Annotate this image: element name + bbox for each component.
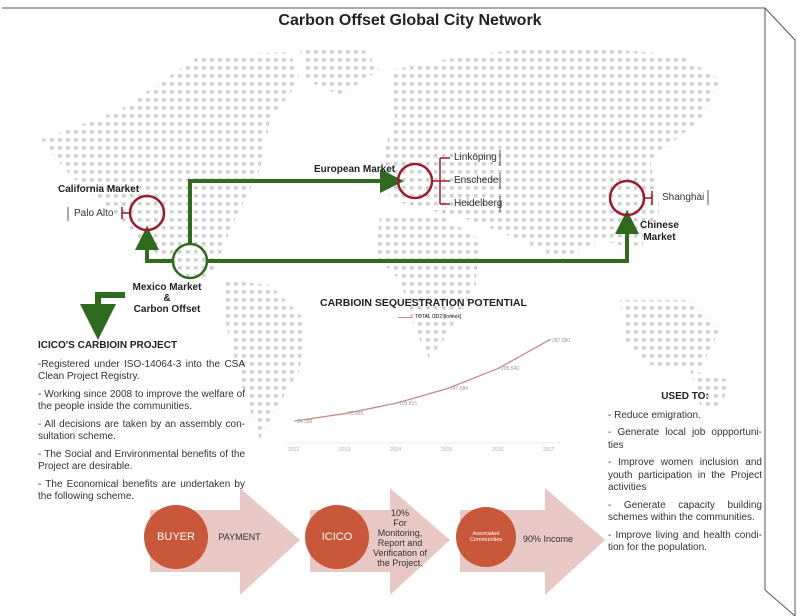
used-to-item: - Reduce emigration. xyxy=(608,409,701,421)
data-point xyxy=(345,412,347,415)
icico-text: 10% For Monitoring, Report and Verificat… xyxy=(372,508,428,568)
mexico-label-line2: & xyxy=(163,293,171,304)
city-enschede: Enschede xyxy=(454,175,499,186)
income-text: 90% Income xyxy=(522,534,574,544)
used-to-heading: USED TO: xyxy=(661,391,709,402)
european-market-label: European Market xyxy=(314,164,396,175)
legend-swatch xyxy=(398,316,412,318)
chinese-label-line2: Market xyxy=(643,232,676,243)
chart-title: CARBIOIN SEQUESTRATION POTENTIAL xyxy=(320,297,527,309)
icico-percent: 10% xyxy=(390,508,409,518)
used-to-item: - Generate local job oppportuni-ties xyxy=(608,427,762,451)
route-to-project xyxy=(80,292,125,340)
route-to-europe xyxy=(188,169,404,244)
data-label: 147.584 xyxy=(450,386,469,393)
mexico-label-line3: Carbon Offset xyxy=(133,304,201,315)
city-heidelberg: Heidelberg xyxy=(454,198,503,209)
mexico-market-label: Mexico Market & Carbon Offset xyxy=(122,282,212,315)
x-tick-label: 2017 xyxy=(543,447,555,453)
project-item: - All decisions are taken by an assembly… xyxy=(38,418,245,443)
used-to-item: - Improve women inclusion and youth part… xyxy=(608,457,762,493)
chart-legend: TOTAL CO2 [tonnes] xyxy=(398,314,461,320)
project-item: - The Economical benefits are undertaken… xyxy=(38,478,245,503)
chart-graphics xyxy=(285,338,560,444)
project-item: - The Social and Environmental benefits … xyxy=(38,448,245,473)
x-tick-label: 2012 xyxy=(288,447,300,453)
data-label: 54.288 xyxy=(297,418,313,425)
chinese-market-label: Chinese Market xyxy=(640,220,679,244)
icico-purpose: For Monitoring, Report and Verification … xyxy=(372,518,428,568)
california-market-label: California Market xyxy=(58,184,140,195)
offset-routes xyxy=(80,169,639,340)
city-linkoping: Linköping xyxy=(454,152,497,163)
data-point xyxy=(396,402,398,404)
project-heading: ICICO'S CARBIOIN PROJECT xyxy=(38,340,178,351)
data-point xyxy=(294,420,296,422)
used-to-item: - Generate capacity building schemes wit… xyxy=(608,499,762,524)
world-map-dots xyxy=(40,45,730,440)
x-tick-label: 2014 xyxy=(390,447,402,453)
mexico-market-node xyxy=(171,242,209,280)
city-connectors xyxy=(121,157,653,219)
data-label: 287.080 xyxy=(552,337,571,344)
project-item: -Registered under ISO-14064-3 into the C… xyxy=(38,358,245,383)
used-to-section: USED TO: - Reduce emigration. - Generate… xyxy=(608,391,762,560)
city-palo-alto: Palo Alto xyxy=(74,208,114,219)
x-tick-label: 2016 xyxy=(492,447,504,453)
x-tick-label: 2015 xyxy=(441,447,453,453)
box-frame xyxy=(2,7,796,616)
route-to-china xyxy=(207,210,639,263)
city-shanghai: Shanghai xyxy=(662,192,705,203)
data-label: 205.540 xyxy=(501,366,520,373)
payment-text: PAYMENT xyxy=(218,532,261,542)
used-to-item: - Improve living and health condi-tion f… xyxy=(608,529,762,554)
route-to-california xyxy=(135,226,173,263)
data-label: 75.889 xyxy=(348,411,364,418)
data-point xyxy=(549,338,551,341)
data-point xyxy=(447,387,449,390)
city-brackets xyxy=(67,150,709,221)
legend-label: TOTAL CO2 [tonnes] xyxy=(415,314,462,320)
x-tick-label: 2013 xyxy=(339,447,351,453)
project-item: - Working since 2008 to improve the welf… xyxy=(38,388,245,413)
page-title: Carbon Offset Global City Network xyxy=(278,12,542,29)
series-line xyxy=(294,338,551,422)
mexico-label-line1: Mexico Market xyxy=(132,282,202,293)
icico-circle: ICICO xyxy=(305,505,369,569)
chinese-label-line1: Chinese xyxy=(640,220,679,231)
project-section: ICICO'S CARBIOIN PROJECT -Registered und… xyxy=(38,340,245,509)
data-point xyxy=(498,367,500,369)
communities-circle: Associated Communities xyxy=(456,507,516,567)
data-label: 105.815 xyxy=(399,400,418,407)
buyer-circle: BUYER xyxy=(144,505,208,569)
